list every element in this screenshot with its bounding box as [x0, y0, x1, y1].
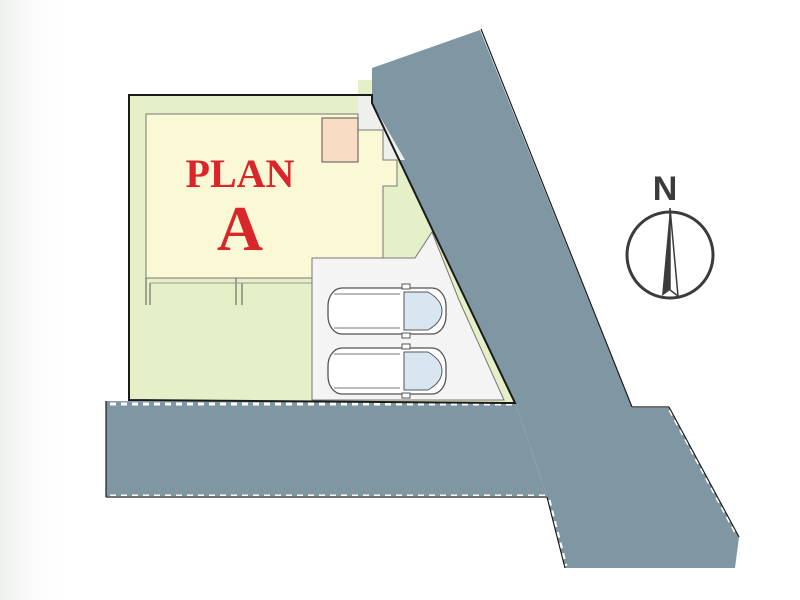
side-path: [358, 95, 405, 160]
compass-north-label: N: [653, 170, 678, 208]
house-footprint: [145, 113, 398, 279]
diagonal-road: [372, 30, 739, 568]
north-arrow-icon: [625, 207, 715, 300]
plan-letter: A: [217, 193, 263, 264]
lot-boundary: [128, 94, 517, 405]
road-network: [105, 28, 740, 569]
background-fade: [0, 0, 70, 600]
entrance-porch: [321, 117, 359, 163]
horizontal-road: [106, 401, 547, 496]
car-icon: [327, 283, 447, 339]
plan-title: PLAN: [186, 151, 295, 196]
car-icon: [327, 343, 447, 399]
